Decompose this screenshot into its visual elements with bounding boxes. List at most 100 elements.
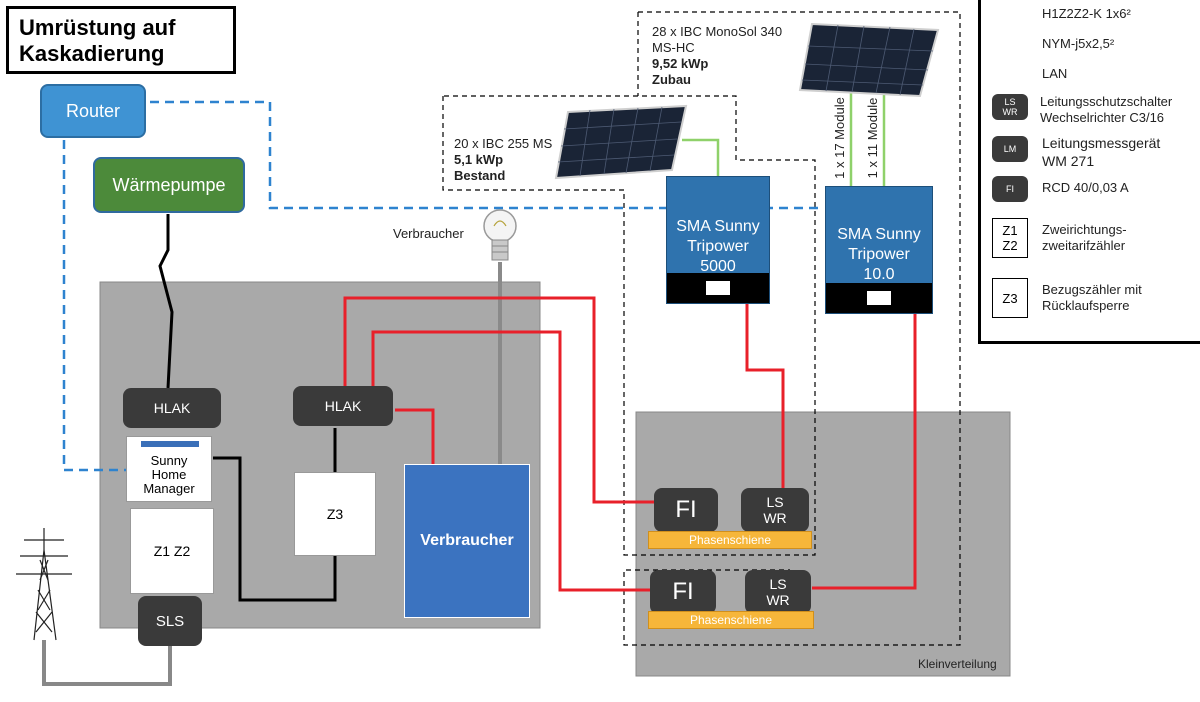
lswr-upper-line-1: LS	[766, 494, 784, 510]
phase-rail-upper: Phasenschiene	[648, 531, 812, 549]
consumer-bulb-label: Verbraucher	[393, 226, 464, 241]
title-line-2: Kaskadierung	[19, 41, 165, 66]
legend-fi-badge-label: FI	[1006, 184, 1014, 194]
consumer-box: Verbraucher	[404, 464, 530, 618]
lswr-upper-line-2: WR	[763, 510, 787, 526]
heatpump-box: Wärmepumpe	[93, 157, 245, 213]
legend-lswr-badge-line-1: LS	[1004, 97, 1016, 107]
phase-lower-label: Phasenschiene	[689, 613, 773, 627]
legend-lswr-badge-line-2: WR	[1002, 107, 1018, 117]
pv-zubau-label: 28 x IBC MonoSol 340 MS-HC 9,52 kWp Zuba…	[652, 24, 782, 88]
sma-tripower-5000: SMA Sunny Tripower 5000	[666, 176, 770, 304]
sma10-line-1: SMA Sunny	[837, 226, 921, 243]
hlak-mid-label: HLAK	[324, 398, 362, 414]
sma5000-display	[667, 273, 769, 303]
sma5000-line-3: 5000	[700, 258, 736, 275]
sma-tripower-10: SMA Sunny Tripower 10.0	[825, 186, 933, 314]
legend-z3-text-2: Rücklaufsperre	[1042, 298, 1130, 313]
legend-z3-sq-label: Z3	[1002, 290, 1018, 306]
sunny-home-manager: Sunny Home Manager	[126, 436, 212, 502]
modules-11-label: 1 x 11 Module	[865, 97, 880, 179]
legend-z1z2-text: Zweirichtungs- zweitarifzähler	[1042, 222, 1127, 254]
sma10-line-3: 10.0	[863, 266, 895, 283]
kleinverteilung-label: Kleinverteilung	[918, 657, 997, 671]
sma10-line-2: Tripower	[848, 246, 910, 263]
sls-box: SLS	[138, 596, 202, 646]
pv-zubau-line-4: Zubau	[652, 72, 691, 87]
legend-z3-text-1: Bezugszähler mit	[1042, 282, 1142, 297]
z3-meter: Z3	[294, 472, 376, 556]
solar-panel-bestand-icon	[554, 104, 688, 180]
pv-bestand-line-1: 20 x IBC 255 MS	[454, 136, 553, 151]
solar-panel-zubau-icon	[798, 22, 940, 98]
fi-lower: FI	[650, 570, 716, 614]
z1z2-label: Z1 Z2	[153, 543, 191, 559]
red-wires	[343, 296, 917, 592]
legend-z3-text: Bezugszähler mit Rücklaufsperre	[1042, 282, 1142, 314]
router-box: Router	[40, 84, 146, 138]
legend-lm-badge: LM	[992, 136, 1028, 162]
legend-lswr-text: Leitungsschutzschalter Wechselrichter C3…	[1040, 94, 1172, 126]
green-pv-cables	[682, 88, 886, 188]
heatpump-label: Wärmepumpe	[112, 174, 226, 195]
legend-z1z2-sq-1: Z1	[1002, 223, 1018, 238]
diagram-title: Umrüstung auf Kaskadierung	[6, 6, 236, 74]
phase-upper-label: Phasenschiene	[688, 533, 772, 547]
z1z2-meter: Z1 Z2	[130, 508, 214, 594]
legend-red-text: NYM-j5x2,5²	[1042, 36, 1115, 51]
hlak-left-box: HLAK	[123, 388, 221, 428]
legend-z1z2-square: Z1 Z2	[992, 218, 1028, 258]
legend-z1z2-sq-2: Z2	[1002, 238, 1018, 253]
fi-lower-label: FI	[672, 578, 694, 605]
pv-bestand-frame	[442, 95, 816, 556]
shm-line-3: Manager	[143, 481, 195, 496]
lswr-lower: LS WR	[745, 570, 811, 614]
modules-17-label: 1 x 17 Module	[832, 97, 847, 179]
lswr-upper: LS WR	[741, 488, 809, 532]
legend-z1z2-text-2: zweitarifzähler	[1042, 238, 1126, 253]
hlak-left-label: HLAK	[153, 400, 191, 416]
pv-bestand-line-3: Bestand	[454, 168, 506, 183]
lswr-lower-line-1: LS	[769, 576, 787, 592]
wire-heatpump	[158, 214, 174, 389]
consumer-box-label: Verbraucher	[420, 532, 514, 549]
pv-zubau-line-2: MS-HC	[652, 40, 695, 55]
title-line-1: Umrüstung auf	[19, 15, 176, 40]
fi-upper: FI	[654, 488, 718, 532]
legend-lswr-text-1: Leitungsschutzschalter	[1040, 94, 1173, 109]
router-label: Router	[65, 100, 121, 121]
pv-bestand-line-2: 5,1 kWp	[454, 152, 504, 167]
light-bulb-icon	[483, 209, 517, 261]
lan-router-to-sma	[150, 100, 823, 210]
legend-lm-text: Leitungsmessgerät WM 271	[1042, 134, 1160, 170]
legend-lm-badge-label: LM	[1003, 144, 1017, 154]
fi-upper-label: FI	[675, 496, 697, 523]
legend-lm-text-1: Leitungsmessgerät	[1042, 135, 1161, 151]
legend-lswr-text-2: Wechselrichter C3/16	[1040, 110, 1165, 125]
shm-line-2: Home	[151, 467, 187, 482]
lan-router-to-shm	[62, 140, 126, 472]
legend-z3-square: Z3	[992, 278, 1028, 318]
pv-zubau-line-3: 9,52 kWp	[652, 56, 709, 71]
sma5000-line-2: Tripower	[687, 238, 749, 255]
wire-hlak-z3	[213, 456, 337, 602]
hlak-mid-box: HLAK	[293, 386, 393, 426]
shm-line-1: Sunny	[150, 453, 188, 468]
phase-rail-lower: Phasenschiene	[648, 611, 814, 629]
lswr-lower-line-2: WR	[766, 592, 790, 608]
legend-lm-text-2: WM 271	[1042, 153, 1095, 169]
legend-lswr-badge: LS WR	[992, 94, 1028, 120]
z3-label: Z3	[326, 506, 344, 522]
pv-zubau-line-1: 28 x IBC MonoSol 340	[652, 24, 783, 39]
sma5000-line-1: SMA Sunny	[676, 218, 760, 235]
legend-green-text: H1Z2Z2-K 1x6²	[1042, 6, 1131, 21]
sma10-display	[826, 283, 932, 313]
shm-display	[141, 441, 199, 447]
pv-bestand-label: 20 x IBC 255 MS 5,1 kWp Bestand	[454, 136, 552, 184]
power-tower-icon	[16, 528, 72, 641]
sls-label: SLS	[155, 612, 185, 630]
legend-fi-badge: FI	[992, 176, 1028, 202]
legend-fi-text: RCD 40/0,03 A	[1042, 180, 1129, 195]
